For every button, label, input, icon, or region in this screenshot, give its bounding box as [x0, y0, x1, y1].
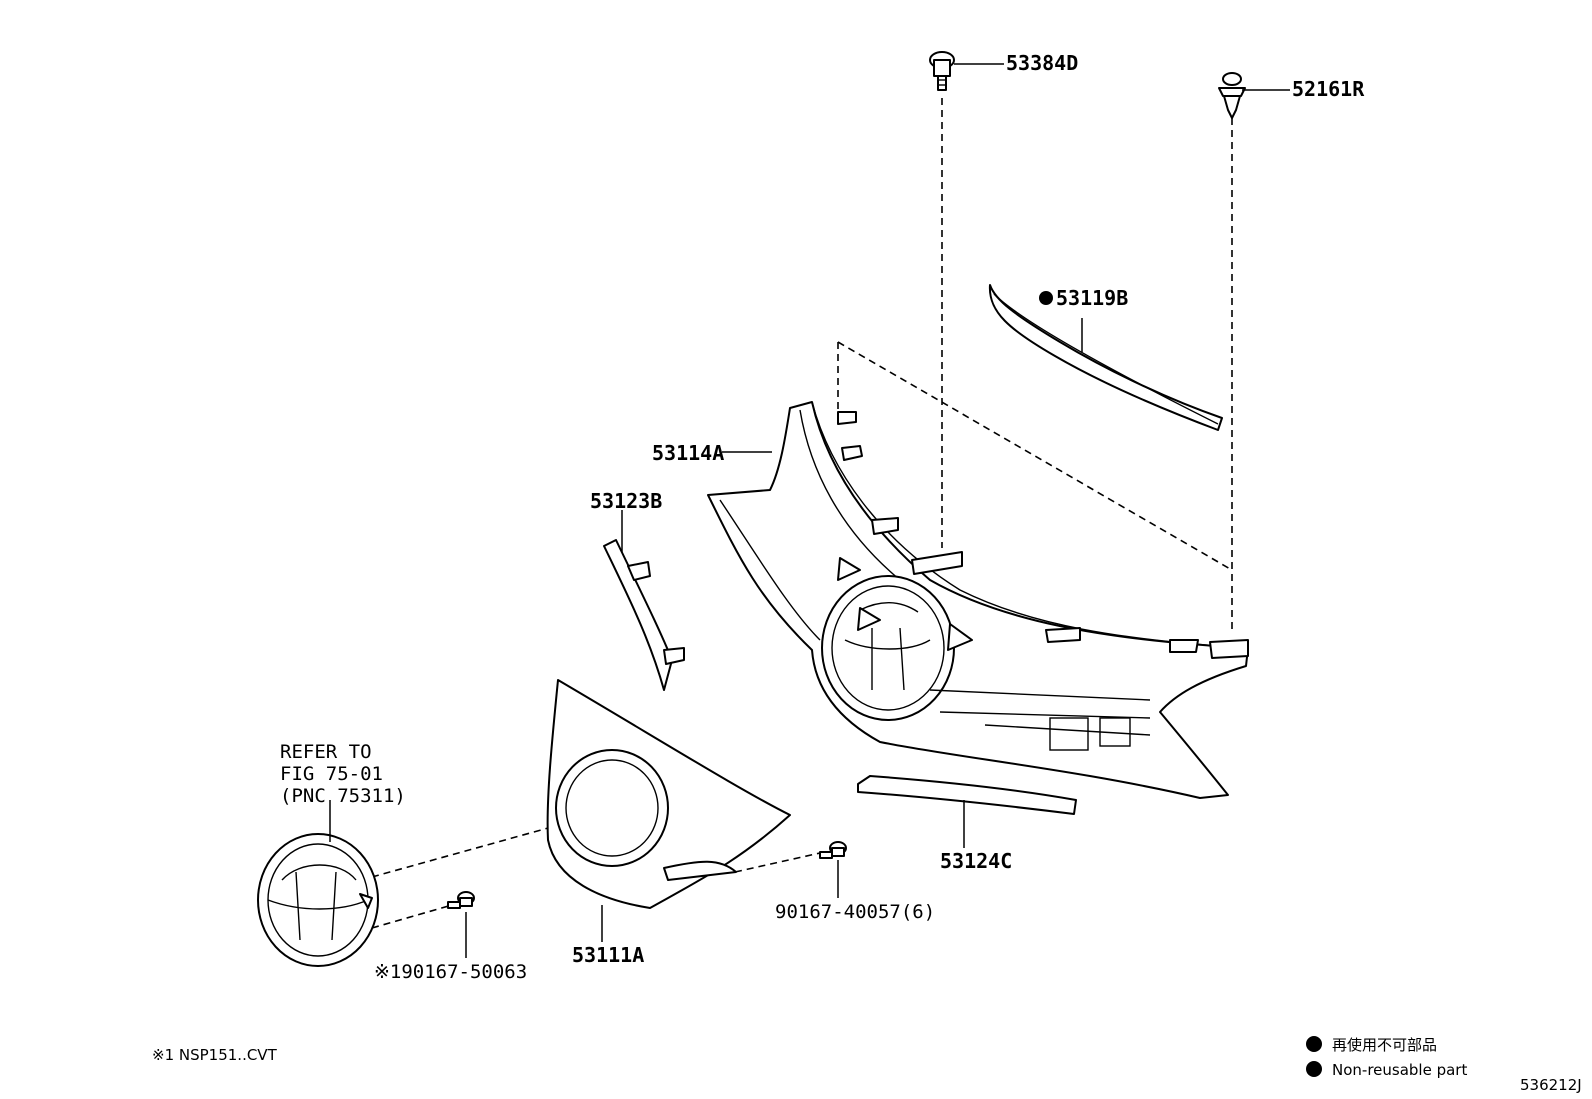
footnote: ※1 NSP151..CVT — [152, 1046, 278, 1064]
label-53111a: 53111A — [572, 943, 644, 967]
assembly-lines — [371, 98, 1233, 929]
legend-dot-en-icon — [1306, 1061, 1322, 1077]
side-trim-53123b — [603, 539, 685, 691]
label-90167-50063: ※190167-50063 — [374, 961, 527, 983]
upper-molding-53119b — [988, 284, 1223, 431]
leader-lines — [329, 63, 1290, 958]
lower-molding-53124c — [857, 775, 1077, 815]
legend-jp: 再使用不可部品 — [1332, 1036, 1437, 1054]
refer-to-line2: FIG 75-01 — [280, 763, 383, 785]
label-53384d: 53384D — [1006, 51, 1078, 75]
label-52161r: 52161R — [1292, 77, 1365, 101]
label-90167-40057: 90167-40057(6) — [775, 901, 935, 923]
label-number: 90167-50063 — [401, 961, 527, 983]
screw-90167-50063-icon — [447, 891, 475, 909]
legend-dot-jp-icon — [1306, 1036, 1322, 1052]
lower-grille-53111a — [546, 679, 791, 909]
refer-to-line3: (PNC 75311) — [280, 785, 406, 807]
emblem-icon — [257, 833, 379, 967]
screw-90167-40057-icon — [819, 841, 847, 859]
non-reusable-dot-icon — [1039, 291, 1053, 305]
refer-to-line1: REFER TO — [280, 741, 372, 763]
legend-en: Non-reusable part — [1332, 1061, 1467, 1079]
label-prefix: ※1 — [374, 961, 401, 983]
label-53119b: 53119B — [1056, 286, 1128, 310]
label-53123b: 53123B — [590, 489, 662, 513]
label-53114a: 53114A — [652, 441, 724, 465]
clip-53384d-icon — [929, 51, 955, 91]
grille-main-53114a — [707, 401, 1249, 799]
figure-id: 536212J — [1520, 1076, 1582, 1094]
label-53124c: 53124C — [940, 849, 1012, 873]
clip-52161r-icon — [1218, 72, 1246, 119]
